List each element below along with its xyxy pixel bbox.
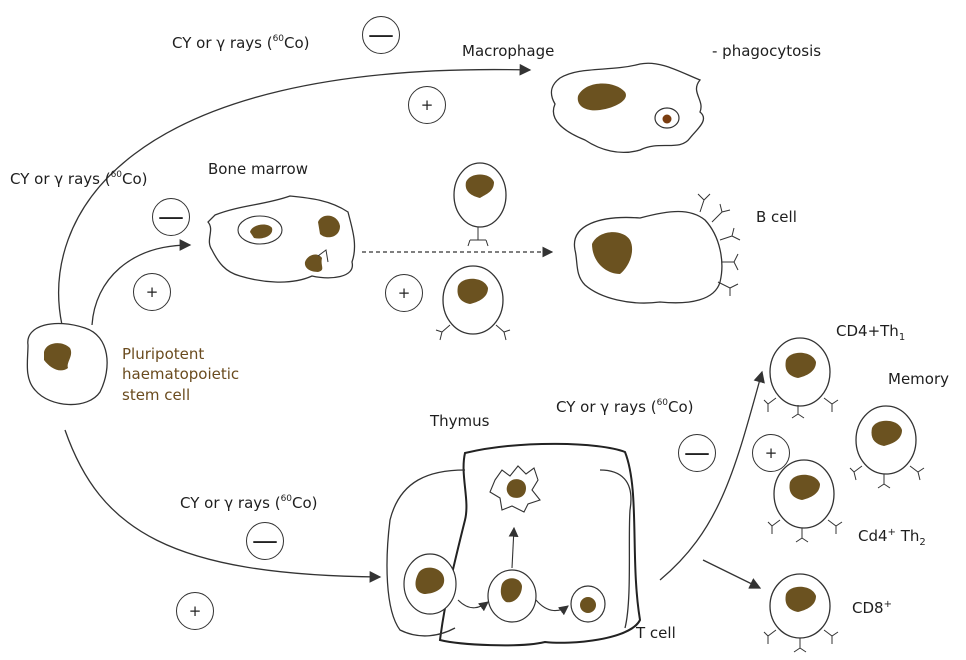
thymus-organ [387,444,640,645]
t-cell-label: T cell [636,626,676,641]
memory-label: Memory [888,372,949,387]
cd8-label: CD8+ [852,600,892,616]
treatment-label-t-cell: CY or γ rays (60Co) [556,400,694,415]
stem-cell [27,323,107,404]
b-cell-label: B cell [756,210,797,225]
b-precursor-cell [454,163,506,246]
inhibit-sign-t-cell: — [678,434,716,472]
inhibit-sign-thymus: — [246,522,284,560]
b-cell [574,194,740,303]
thymus-label: Thymus [430,414,489,429]
treatment-label-thymus: CY or γ rays (60Co) [180,496,318,511]
stimulate-sign-thymus: + [176,592,214,630]
treatment-label-bone-marrow: CY or γ rays (60Co) [10,172,148,187]
stimulate-sign-b-precursor: + [385,274,423,312]
inhibit-sign-macrophage: — [362,16,400,54]
cd8-cell [764,574,838,652]
cd4-th1-label: CD4+Th1 [836,324,905,343]
arrow-thymus-to-cd8 [703,560,760,588]
memory-cell [850,406,924,488]
stem-cell-label: Pluripotent haematopoietic stem cell [122,344,239,405]
macrophage-label: Macrophage [462,44,554,59]
cd4-th2-label: Cd4+ Th2 [858,528,926,548]
bone-marrow-label: Bone marrow [208,162,308,177]
phagocytosis-label: - phagocytosis [712,44,821,59]
cd4-th1-cell [764,338,838,418]
cd4-th2-cell [768,460,842,542]
inhibit-sign-bone-marrow: — [152,198,190,236]
stimulate-sign-macrophage: + [408,86,446,124]
stimulate-sign-bone-marrow: + [133,273,171,311]
b-precursor-cell [436,266,510,340]
stimulate-sign-t-cell: + [752,434,790,472]
macrophage-cell [551,63,703,152]
treatment-label-macrophage: CY or γ rays (60Co) [172,36,310,51]
bone-marrow-tissue [208,196,355,282]
